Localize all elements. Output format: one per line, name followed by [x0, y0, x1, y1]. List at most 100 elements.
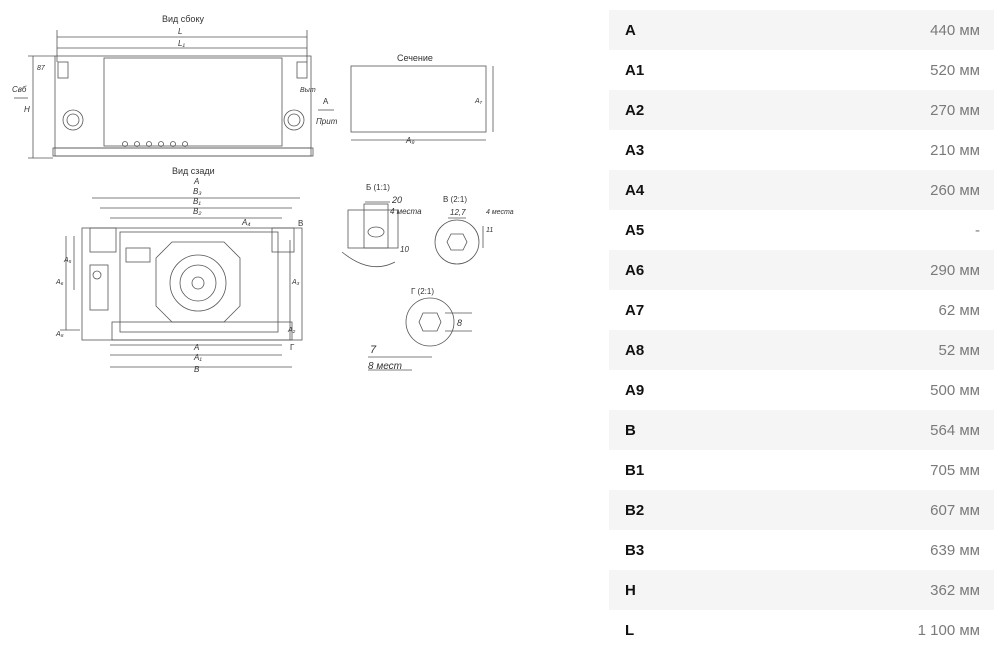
- spec-row-a2: A2 270 мм: [609, 90, 994, 130]
- spec-key: A5: [625, 221, 645, 239]
- spec-value: 705 мм: [930, 461, 980, 479]
- spec-key: B2: [625, 501, 645, 519]
- spec-row-a6: A6 290 мм: [609, 250, 994, 290]
- spec-value: 440 мм: [930, 21, 980, 39]
- dim-87: 87: [37, 65, 46, 72]
- dim-A9: A₉: [405, 136, 415, 145]
- spec-value: 270 мм: [930, 101, 980, 119]
- spec-value: 210 мм: [930, 141, 980, 159]
- label-g-marker: Г: [290, 343, 295, 352]
- spec-key: A2: [625, 101, 645, 119]
- spec-key: B3: [625, 541, 645, 559]
- duct-right: [283, 109, 305, 131]
- spec-row-b1: B1 705 мм: [609, 450, 994, 490]
- spec-key: A6: [625, 261, 645, 279]
- dim-A3: A₃: [291, 279, 300, 286]
- dim-A4: A₄: [241, 218, 251, 227]
- detail-g-title: Г (2:1): [411, 287, 434, 296]
- spec-key: A1: [625, 61, 645, 79]
- spec-key: A: [625, 21, 636, 39]
- back-view-title: Вид сзади: [172, 166, 215, 176]
- fan-housing: [155, 241, 241, 323]
- back-view-panel: [119, 231, 279, 333]
- dim-A7: A₇: [474, 98, 483, 105]
- spec-key: H: [625, 581, 636, 599]
- spec-key: B1: [625, 461, 645, 479]
- spec-row-a4: A4 260 мм: [609, 170, 994, 210]
- spec-key: B: [625, 421, 636, 439]
- spec-value: 607 мм: [930, 501, 980, 519]
- spec-row-a3: A3 210 мм: [609, 130, 994, 170]
- spec-value: 520 мм: [930, 61, 980, 79]
- spec-row-a5: A5 -: [609, 210, 994, 250]
- spec-value: 260 мм: [930, 181, 980, 199]
- dim-A6: A₆: [55, 279, 64, 286]
- spec-row-b: B 564 мм: [609, 410, 994, 450]
- detail-12-7: 12,7: [450, 208, 466, 217]
- spec-value: 362 мм: [930, 581, 980, 599]
- drawing-svg: Вид сбоку L L₁ H 87 Свб Выт Прит A Сечен…: [12, 14, 514, 374]
- detail-g-hex: [418, 312, 442, 332]
- spec-value: 639 мм: [930, 541, 980, 559]
- dim-A2: A₂: [287, 327, 296, 334]
- spec-key: A4: [625, 181, 645, 199]
- spec-row-b3: B3 639 мм: [609, 530, 994, 570]
- spec-row-a8: A8 52 мм: [609, 330, 994, 370]
- spec-row-a1: A1 520 мм: [609, 50, 994, 90]
- detail-11: 11: [486, 227, 493, 234]
- side-bracket-right: [296, 61, 308, 79]
- spec-value: 564 мм: [930, 421, 980, 439]
- label-v-marker: В: [298, 219, 303, 228]
- spec-key: A7: [625, 301, 645, 319]
- label-a-arrow: A: [323, 97, 329, 106]
- side-view-panel: [103, 57, 283, 147]
- spec-key: L: [625, 621, 635, 639]
- detail-10: 10: [400, 245, 409, 254]
- section-title: Сечение: [397, 53, 433, 63]
- dim-L: L: [178, 27, 182, 36]
- label-vyt: Выт: [300, 87, 316, 94]
- spec-row-l: L 1 100 мм: [609, 610, 994, 650]
- spec-value: 1 100 мм: [917, 621, 980, 639]
- dim-A1: A₁: [193, 353, 202, 362]
- spec-value: 500 мм: [930, 381, 980, 399]
- detail-v-title: В (2:1): [443, 195, 467, 204]
- dim-L1: L₁: [178, 39, 185, 48]
- spec-row-a9: A9 500 мм: [609, 370, 994, 410]
- dim-A-top: A: [193, 177, 199, 186]
- dim-B: B: [194, 365, 200, 374]
- detail-8-mest: 8 мест: [368, 361, 402, 372]
- fan-outer: [169, 254, 227, 312]
- dim-A-bottom: A: [193, 343, 199, 352]
- dim-H: H: [24, 105, 30, 114]
- detail-g-circle: [405, 297, 455, 347]
- spec-row-b2: B2 607 мм: [609, 490, 994, 530]
- dim-B2: B₂: [193, 207, 201, 216]
- detail-8: 8: [457, 318, 462, 328]
- spec-key: A9: [625, 381, 645, 399]
- detail-7: 7: [370, 344, 377, 356]
- detail-v-circle: [434, 219, 480, 265]
- side-view-title: Вид сбоку: [162, 14, 204, 24]
- spec-value: 290 мм: [930, 261, 980, 279]
- spec-value: 52 мм: [938, 341, 980, 359]
- spec-key: A3: [625, 141, 645, 159]
- dim-B3: B₃: [193, 187, 202, 196]
- spec-value: -: [975, 221, 980, 239]
- dim-A5: A₅: [63, 257, 72, 264]
- label-svb: Свб: [12, 85, 27, 94]
- spec-row-a: A 440 мм: [609, 10, 994, 50]
- detail-b-title: Б (1:1): [366, 183, 390, 192]
- detail-v-hex: [446, 233, 468, 251]
- technical-drawing: Вид сбоку L L₁ H 87 Свб Выт Прит A Сечен…: [12, 14, 514, 374]
- spec-key: A8: [625, 341, 645, 359]
- detail-4-mesta: 4 места: [390, 207, 422, 216]
- section-rect: [350, 65, 487, 133]
- side-bracket-left: [57, 61, 69, 79]
- duct-left: [62, 109, 84, 131]
- dim-B1: B₁: [193, 197, 201, 206]
- side-view-body: [54, 55, 312, 157]
- spec-row-h: H 362 мм: [609, 570, 994, 610]
